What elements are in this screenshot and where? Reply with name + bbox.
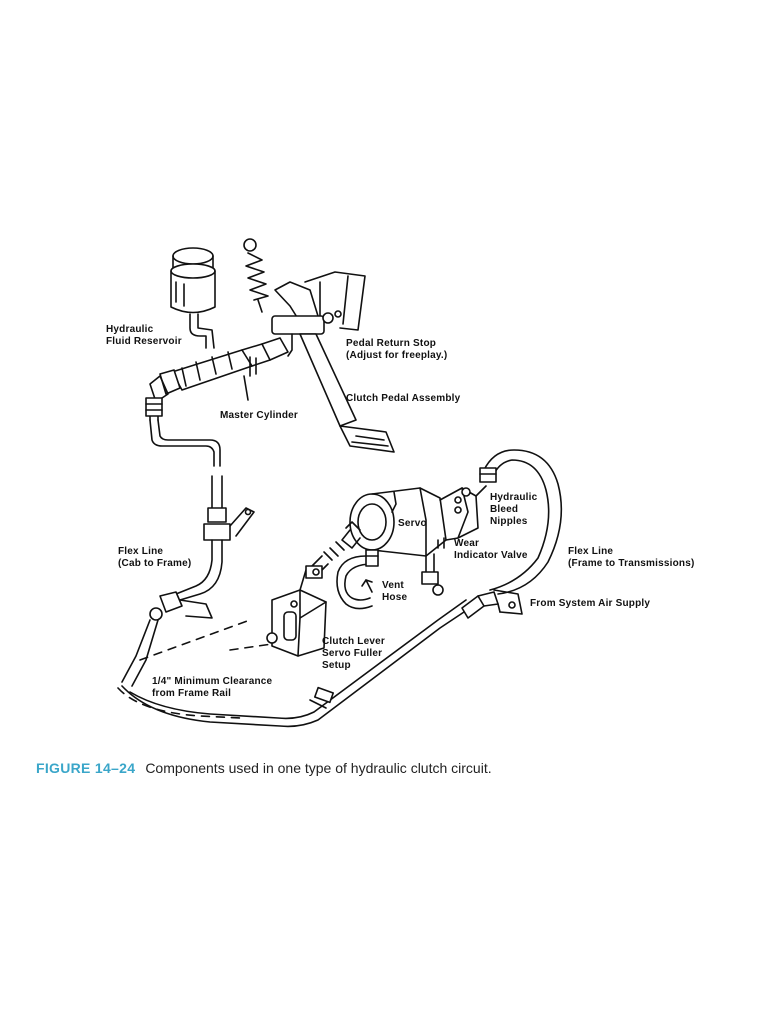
return-spring [243,238,269,313]
figure-caption-text: Components used in one type of hydraulic… [145,760,492,776]
vent-hose [336,549,379,610]
firewall-panel [304,271,366,331]
label-flex-line-frame-to-transmissions: Flex Line (Frame to Transmissions) [568,546,695,569]
flex-line-arc [479,449,563,595]
label-master-cylinder: Master Cylinder [220,410,299,421]
air-supply-bracket [461,589,523,619]
flex-line-frame-to-transmissions [121,599,471,728]
hydraulic-line-upper [145,397,221,467]
flex-line-cab-to-frame-part [167,475,255,605]
label-flex-line-cab-to-frame: Flex Line (Cab to Frame) [118,546,192,569]
label-clutch-pedal-assembly: Clutch Pedal Assembly [346,393,461,404]
label-from-system-air-supply: From System Air Supply [530,598,651,609]
clutch-lever-setup [266,565,327,657]
figure-number: FIGURE 14–24 [36,760,136,776]
frame-rail [117,619,301,719]
fluid-reservoir [170,247,216,349]
clutch-pedal-assembly [299,333,395,453]
label-hydraulic-bleed-nipples: Hydraulic Bleed Nipples [490,492,538,527]
servo-unit [349,485,487,557]
master-cylinder [149,337,289,403]
label-hydraulic-fluid-reservoir: Hydraulic Fluid Reservoir [106,324,182,347]
frame-bracket [121,591,213,687]
wear-indicator-valve [421,537,445,596]
label-pedal-return-stop: Pedal Return Stop (Adjust for freeplay.) [346,338,448,361]
figure-caption: FIGURE 14–24 Components used in one type … [36,760,492,776]
label-servo: Servo [398,518,427,529]
label-wear-indicator-valve: Wear Indicator Valve [454,538,528,561]
label-clutch-lever-servo-fuller-setup: Clutch Lever Servo Fuller Setup [322,636,385,671]
label-minimum-clearance: 1/4" Minimum Clearance from Frame Rail [152,676,273,699]
pedal-pivot-linkage [271,281,342,357]
label-vent-hose: Vent Hose [382,580,408,603]
vent-hose-arrow [361,579,373,593]
